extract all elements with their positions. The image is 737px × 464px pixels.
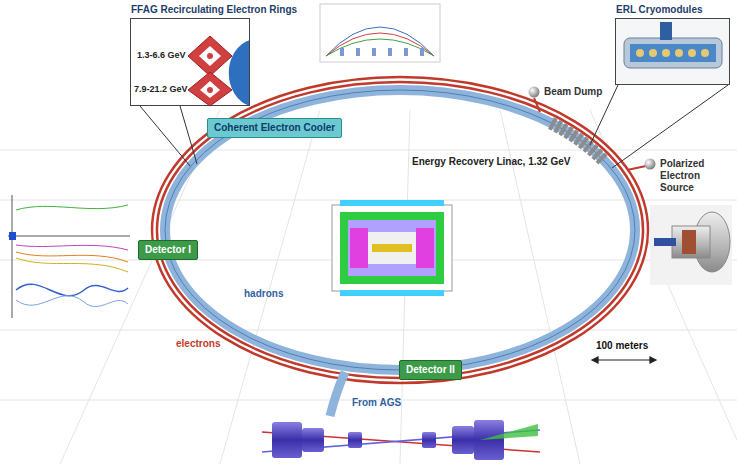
cryomodule-illustration	[624, 22, 722, 68]
sphere	[529, 87, 540, 98]
beam-dump: Beam Dump	[528, 86, 602, 98]
lattice-plot	[320, 4, 440, 62]
beam-label: hadrons	[244, 288, 283, 300]
inset-title: ERL Cryomodules	[616, 4, 703, 16]
dump-line	[534, 98, 540, 112]
ring-section	[229, 40, 250, 106]
node-label: Polarized Electron Source	[660, 158, 732, 194]
beam-label: electrons	[176, 338, 220, 350]
electron-gun-picture	[650, 205, 732, 285]
inset-title: FFAG Recirculating Electron Rings	[131, 4, 297, 16]
cooler-box: Coherent Electron Cooler	[207, 118, 342, 138]
electron-source: Polarized Electron Source	[644, 158, 732, 194]
inset-ground	[130, 18, 250, 106]
node-label: Coherent Electron Cooler	[214, 122, 335, 134]
sphere-symbol	[644, 158, 656, 170]
leader-line	[180, 106, 197, 164]
label-stack: Polarized Electron Source	[660, 158, 732, 194]
sphere-symbol	[528, 86, 540, 98]
electron-ring	[152, 77, 648, 383]
sphere	[645, 159, 656, 170]
node-label: Detector I	[145, 244, 191, 256]
linac-cryomodules	[551, 123, 603, 160]
line-label: From AGS	[352, 397, 401, 409]
detector-box: Detector II	[399, 360, 462, 380]
source-line	[627, 166, 646, 170]
detector-box: Detector I	[138, 240, 198, 260]
label-stack: Beam Dump	[544, 86, 602, 98]
orbit-plot	[8, 195, 130, 318]
node-label: Detector II	[406, 364, 455, 376]
scale-label: 100 meters	[596, 340, 648, 352]
ffag-magnet	[188, 36, 232, 76]
ffag-magnet	[188, 72, 232, 106]
node-label: Beam Dump	[544, 86, 602, 98]
detector-layout	[332, 200, 452, 296]
hadron-ring-core	[165, 90, 635, 370]
electron-ring	[157, 82, 643, 378]
leader-line	[612, 85, 728, 168]
ags-transfer-line	[330, 372, 345, 416]
energy-range: 1.3-6.6 GeV	[137, 50, 186, 61]
inset-box: ERL Cryomodules	[615, 18, 730, 85]
ir-magnets-picture	[262, 420, 540, 460]
floor-grid	[0, 110, 737, 464]
linac-label: Energy Recovery Linac, 1.32 GeV	[412, 156, 570, 168]
scale-bar	[592, 357, 656, 363]
inset-ground	[615, 18, 730, 85]
hadron-ring	[165, 90, 635, 370]
energy-range: 7.9-21.2 GeV	[134, 84, 188, 95]
